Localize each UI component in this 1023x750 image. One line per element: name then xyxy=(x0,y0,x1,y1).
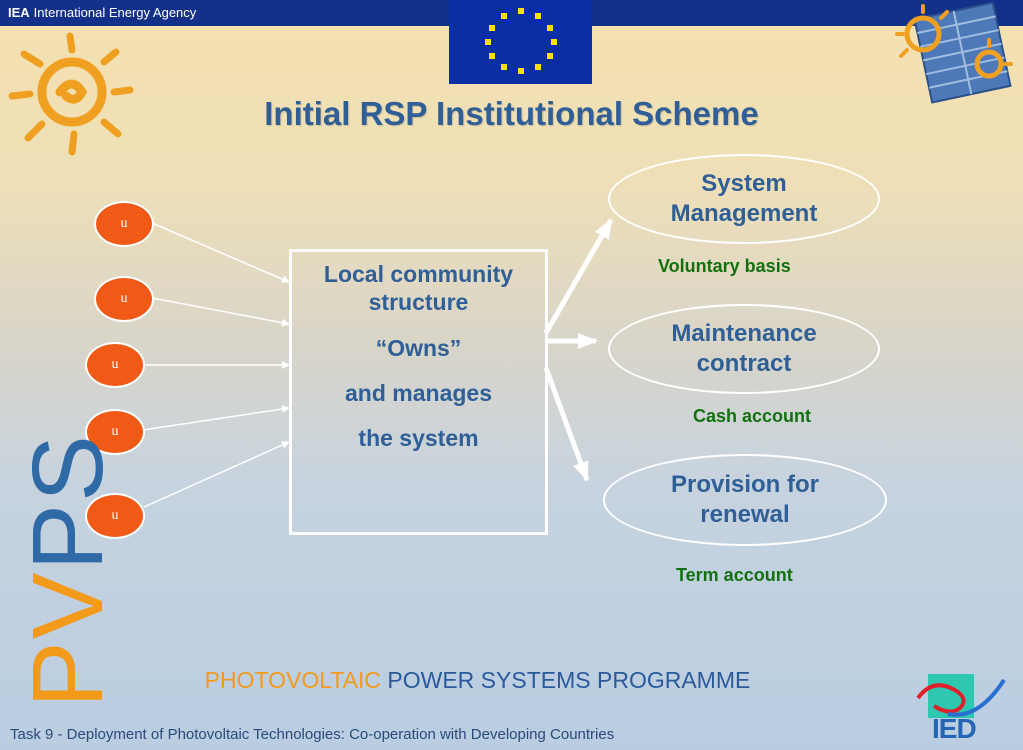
arrow-to-renewal xyxy=(543,367,590,482)
ied-logo-icon xyxy=(916,674,1006,718)
agency-name: International Energy Agency xyxy=(33,5,197,20)
connector-line xyxy=(151,222,290,283)
box-line-1: Local community xyxy=(323,261,514,287)
maintenance-contract-ellipse: Maintenance contract xyxy=(608,304,880,394)
user-node-1: u xyxy=(94,201,154,247)
outcome-1-line1: System xyxy=(701,170,787,197)
programme-title: PHOTOVOLTAIC POWER SYSTEMS PROGRAMME xyxy=(0,667,955,694)
solar-panel-icon xyxy=(895,1,1013,104)
term-account-note: Term account xyxy=(676,565,793,585)
cash-account-note: Cash account xyxy=(693,406,812,426)
connector-line xyxy=(151,297,290,327)
box-line-5: the system xyxy=(358,425,479,451)
outcome-2-line2: contract xyxy=(696,350,792,377)
outcome-2-line1: Maintenance xyxy=(671,320,817,347)
arrow-to-management xyxy=(543,218,614,335)
sun-icon xyxy=(8,32,134,156)
outcome-3-line1: Provision for xyxy=(670,471,820,498)
voluntary-basis-note: Voluntary basis xyxy=(658,256,791,276)
box-line-3: “Owns” xyxy=(375,335,462,361)
box-line-4: and manages xyxy=(345,380,492,406)
eu-flag-logo xyxy=(449,0,592,84)
box-line-2: structure xyxy=(368,289,469,315)
user-node-4: u xyxy=(85,409,145,455)
outcome-3-line2: renewal xyxy=(700,501,790,528)
ied-logo-text: IED xyxy=(932,713,977,744)
slide-title: Initial RSP Institutional Scheme xyxy=(264,95,759,132)
agency-abbr: IEA xyxy=(8,5,30,20)
connector-line xyxy=(143,441,290,508)
outcome-1-line2: Management xyxy=(670,200,818,227)
programme-rest: POWER SYSTEMS PROGRAMME xyxy=(387,667,751,693)
user-node-5: u xyxy=(85,493,145,539)
provision-renewal-ellipse: Provision for renewal xyxy=(603,454,887,546)
community-structure-box: Local community structure “Owns” and man… xyxy=(289,249,548,535)
connector-line xyxy=(142,405,290,431)
programme-highlight: PHOTOVOLTAIC xyxy=(204,667,382,693)
user-node-2: u xyxy=(94,276,154,322)
pvps-logo-ps: PS xyxy=(12,433,124,571)
user-node-3: u xyxy=(85,342,145,388)
footer-text: Task 9 - Deployment of Photovoltaic Tech… xyxy=(10,726,615,743)
eu-stars-icon xyxy=(485,8,557,74)
